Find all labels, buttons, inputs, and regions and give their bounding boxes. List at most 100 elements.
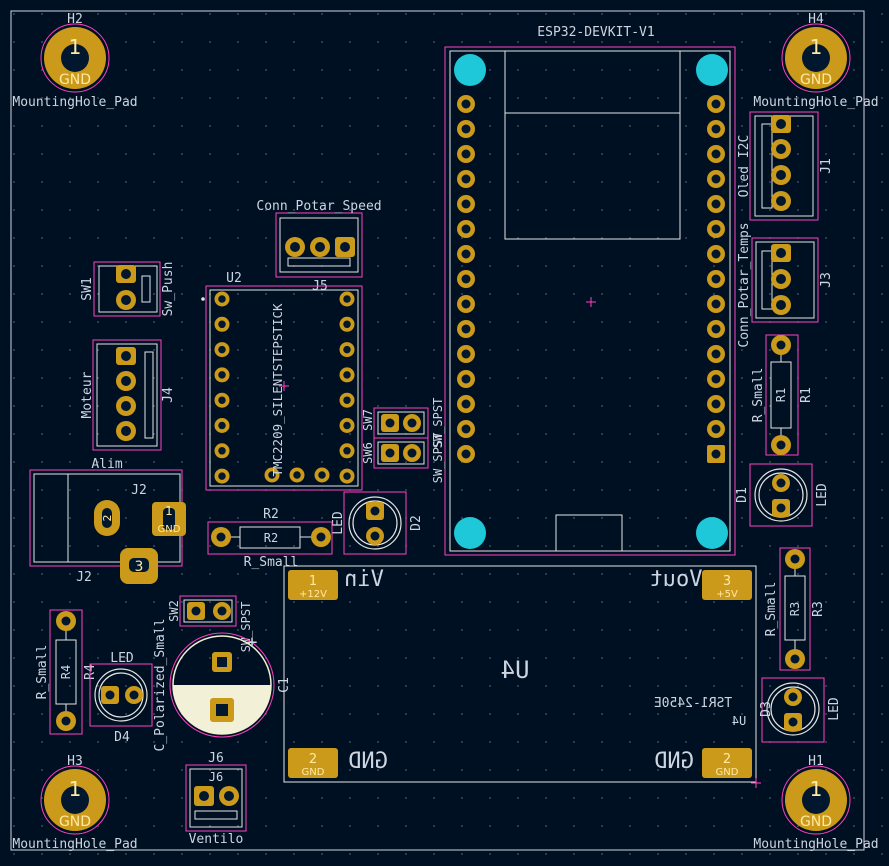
- connector-j4[interactable]: Moteur J4: [80, 339, 176, 451]
- connector-j1[interactable]: J1 Oled I2C: [737, 111, 834, 221]
- esp32-pin-right[interactable]: [707, 370, 725, 388]
- esp32-pin-right[interactable]: [707, 395, 725, 413]
- h2-ref: H2: [67, 12, 83, 27]
- sw6-value: SW_SPST: [431, 433, 445, 484]
- regulator-u4[interactable]: 1 +12V 2 GND 3 +5V 2 GND Vin Vout GND GN…: [283, 565, 761, 788]
- esp32-pin-left[interactable]: [457, 220, 475, 238]
- mounting-hole-h3[interactable]: H3 1 GND MountingHole_Pad: [12, 754, 137, 852]
- u2-pin-right[interactable]: [339, 418, 355, 433]
- esp32-pin-right[interactable]: [707, 95, 725, 113]
- c1-plus: +: [247, 632, 258, 653]
- r3-ref-outer: R3: [811, 601, 826, 617]
- h1-pad-net: GND: [800, 814, 832, 830]
- esp32-pin-right[interactable]: [707, 270, 725, 288]
- switch-sw1[interactable]: SW1 Sw_Push: [80, 261, 176, 317]
- j4-ref: J4: [161, 387, 176, 403]
- esp32-pin-left[interactable]: [457, 445, 475, 463]
- esp32-pin-left[interactable]: [457, 120, 475, 138]
- esp32-pin-left[interactable]: [457, 370, 475, 388]
- esp32-pin-left[interactable]: [457, 95, 475, 113]
- esp32-pin-right[interactable]: [707, 420, 725, 438]
- u2-pin-bottom[interactable]: [264, 467, 280, 483]
- u2-pin-left[interactable]: [214, 367, 230, 383]
- h2-pad-num: 1: [69, 35, 82, 59]
- mounting-hole-h2[interactable]: H2 1 GND MountingHole_Pad: [12, 12, 137, 110]
- esp32-pin-right[interactable]: [707, 320, 725, 338]
- u2-pin-bottom[interactable]: [314, 467, 330, 483]
- esp32-pin-right[interactable]: [707, 345, 725, 363]
- esp32-pin-right[interactable]: [707, 195, 725, 213]
- switch-sw7[interactable]: SW7 SW_SPST: [361, 398, 445, 449]
- u4-value: TSR1-2450E: [654, 696, 732, 711]
- esp32-pin-right[interactable]: [707, 295, 725, 313]
- u4-pad3-num: 3: [723, 574, 731, 589]
- board-edge: [10, 10, 865, 851]
- u2-pin-left[interactable]: [214, 316, 230, 332]
- esp32-pin-right[interactable]: [707, 445, 725, 463]
- led-d4[interactable]: LED D4: [89, 651, 153, 745]
- u4-pad2-num: 2: [309, 752, 317, 767]
- esp32-pin-left[interactable]: [457, 420, 475, 438]
- u2-pin-left[interactable]: [214, 443, 230, 459]
- u2-pin-bottom[interactable]: [289, 467, 305, 483]
- mounting-hole-h1[interactable]: H1 1 GND MountingHole_Pad: [753, 754, 878, 852]
- esp32-pin-left[interactable]: [457, 270, 475, 288]
- j6-ref: J6: [208, 751, 224, 766]
- u2-pin-right[interactable]: [339, 342, 355, 358]
- esp32-pin-right[interactable]: [707, 220, 725, 238]
- j1-value: Oled I2C: [737, 135, 752, 198]
- esp32-pin-left[interactable]: [457, 145, 475, 163]
- esp32-pin-left[interactable]: [457, 345, 475, 363]
- esp32-pin-left[interactable]: [457, 195, 475, 213]
- j6-value: Ventilo: [189, 832, 244, 847]
- u2-pin-right[interactable]: [339, 392, 355, 408]
- esp32-pin-left[interactable]: [457, 320, 475, 338]
- esp32-pin-left[interactable]: [457, 395, 475, 413]
- driver-u2[interactable]: U2 TMC2209_SILENTSTEPSTICK: [201, 271, 363, 491]
- u2-pin-right[interactable]: [339, 367, 355, 383]
- connector-j3[interactable]: J3 Conn_Potar_Temps: [737, 222, 834, 347]
- u2-pin-right[interactable]: [339, 316, 355, 332]
- sw1-ref: SW1: [80, 277, 95, 300]
- u2-pin-right[interactable]: [339, 291, 355, 307]
- u2-pin-left[interactable]: [214, 468, 230, 484]
- h3-ref: H3: [67, 754, 83, 769]
- esp32-module[interactable]: ESP32-DEVKIT-V1: [444, 25, 736, 556]
- u2-pin-right[interactable]: [339, 468, 355, 484]
- led-d2[interactable]: LED D2: [331, 491, 424, 555]
- r2-ref: R2: [263, 507, 279, 522]
- esp32-pin-left[interactable]: [457, 245, 475, 263]
- led-d3[interactable]: D3 LED: [759, 677, 842, 743]
- r3-ref: R3: [788, 602, 802, 616]
- sw7-ref: SW7: [361, 409, 375, 431]
- u2-pin-right[interactable]: [339, 443, 355, 459]
- switch-sw2[interactable]: SW2 SW_SPST: [167, 595, 253, 652]
- sw7-value: SW_SPST: [431, 398, 445, 449]
- u2-pin-left[interactable]: [214, 291, 230, 307]
- esp32-pin-right[interactable]: [707, 170, 725, 188]
- u4-vin-label: Vin: [344, 567, 384, 592]
- switch-sw6[interactable]: SW6 SW_SPST: [361, 433, 445, 484]
- esp32-pin-left[interactable]: [457, 170, 475, 188]
- resistor-r3[interactable]: R_Small R3 R3: [764, 547, 826, 671]
- j3-ref: J3: [819, 272, 834, 288]
- connector-j6[interactable]: J6 J6 Ventilo: [185, 751, 247, 847]
- esp32-pin-left[interactable]: [457, 295, 475, 313]
- capacitor-c1[interactable]: + C1 C_Polarized_Small: [153, 618, 292, 751]
- esp32-pin-right[interactable]: [707, 120, 725, 138]
- esp32-pin-right[interactable]: [707, 145, 725, 163]
- u2-pin-left[interactable]: [214, 342, 230, 358]
- power-jack-j2[interactable]: Alim J2 J2 1 GND 2 3: [29, 457, 186, 585]
- mounting-hole-h4[interactable]: H4 1 GND MountingHole_Pad: [753, 12, 878, 110]
- j6-ref-inner: J6: [209, 770, 223, 784]
- u4-gnd-right-label: GND: [654, 749, 694, 774]
- u2-pin-left[interactable]: [214, 418, 230, 433]
- resistor-r2[interactable]: R2 R2 R_Small: [207, 507, 333, 570]
- h3-pad-num: 1: [69, 777, 82, 801]
- u2-pin-left[interactable]: [214, 392, 230, 408]
- resistor-r1[interactable]: R1 R_Small R1: [751, 334, 814, 456]
- esp32-pin-right[interactable]: [707, 245, 725, 263]
- d1-ref: D1: [735, 487, 750, 503]
- led-d1[interactable]: D1 LED: [735, 463, 830, 527]
